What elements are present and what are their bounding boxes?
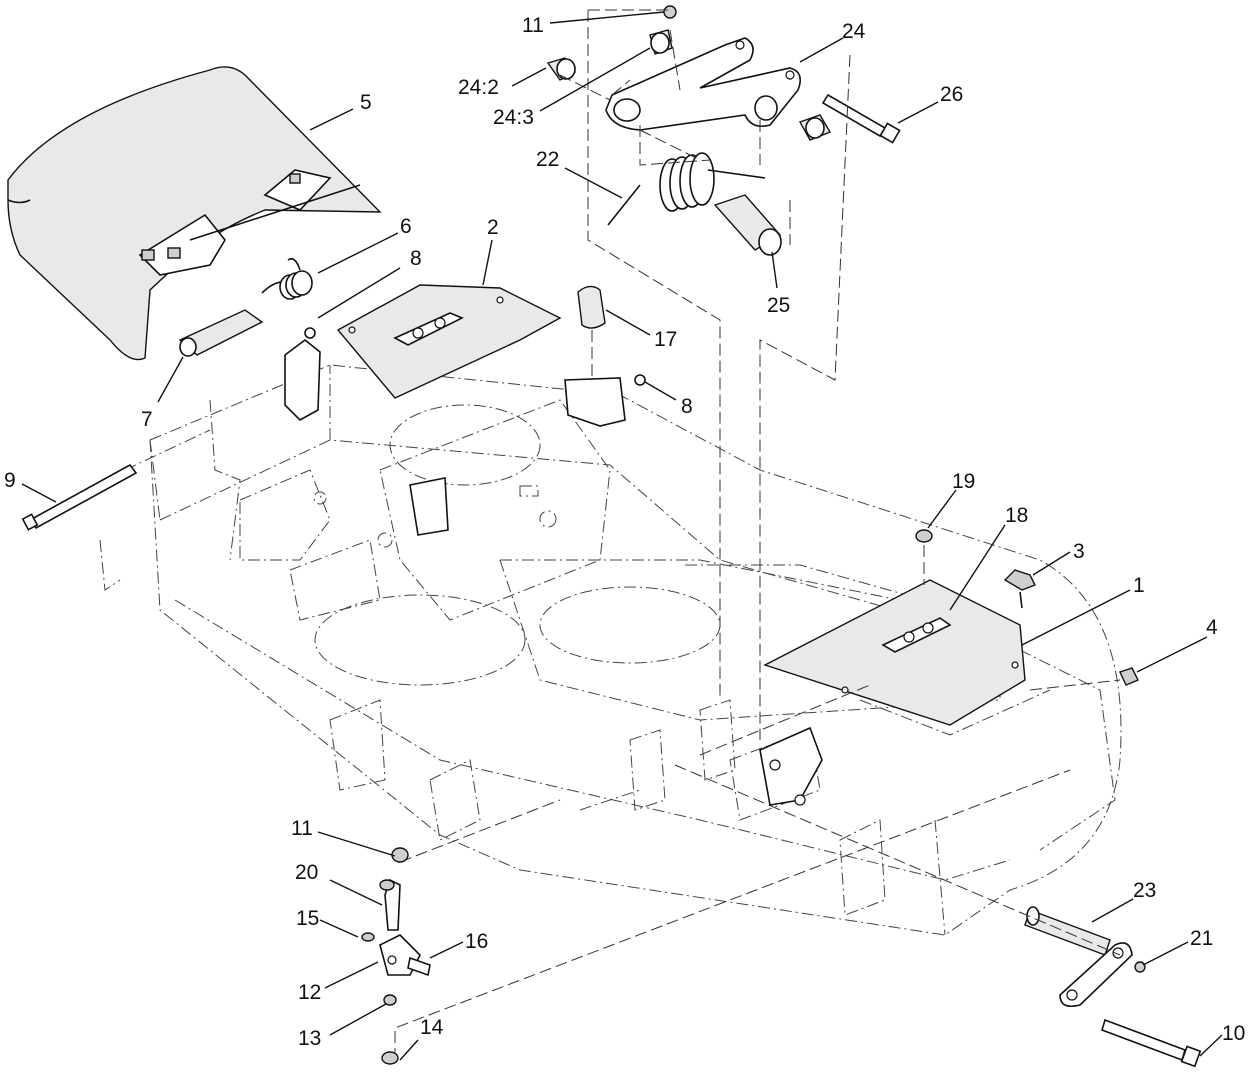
callout-25: 25 bbox=[767, 294, 790, 317]
part-19-cap bbox=[915, 529, 933, 543]
part-4-nut bbox=[1119, 667, 1139, 686]
callout-22: 22 bbox=[536, 148, 559, 171]
part-26-bolt bbox=[821, 93, 901, 144]
part-6-spring bbox=[261, 257, 313, 300]
callout-5: 5 bbox=[360, 91, 372, 114]
part-7-roller bbox=[178, 309, 264, 357]
callout-18: 18 bbox=[1005, 504, 1028, 527]
callout-9: 9 bbox=[4, 469, 16, 492]
callout-16: 16 bbox=[465, 930, 488, 953]
part-9-rod bbox=[21, 463, 138, 531]
callout-13: 13 bbox=[298, 1027, 321, 1050]
callout-2: 2 bbox=[487, 216, 499, 239]
callout-24: 24 bbox=[842, 20, 866, 43]
leader-lines bbox=[21, 11, 1223, 1061]
callout-11-top: 11 bbox=[522, 14, 544, 37]
callout-10: 10 bbox=[1222, 1022, 1245, 1045]
callout-23: 23 bbox=[1133, 879, 1156, 902]
part-3-knob bbox=[1003, 569, 1036, 609]
lower-assembly-lines bbox=[394, 545, 1121, 1060]
mount-brackets bbox=[284, 327, 646, 536]
callout-7: 7 bbox=[141, 408, 153, 431]
callout-1: 1 bbox=[1133, 574, 1145, 597]
callout-12: 12 bbox=[298, 981, 321, 1004]
part-17-knob bbox=[577, 285, 606, 380]
part-22-spring bbox=[607, 152, 766, 226]
callout-labels: 11 24 24:2 24:3 26 5 22 6 2 8 25 17 7 8 … bbox=[4, 14, 1245, 1050]
callout-20: 20 bbox=[295, 861, 318, 884]
hanger-bracket-center bbox=[759, 726, 823, 806]
part-10-bolt bbox=[1101, 1018, 1202, 1068]
callout-24-2: 24:2 bbox=[458, 76, 499, 99]
callout-26: 26 bbox=[940, 83, 963, 106]
callout-8-right: 8 bbox=[681, 395, 693, 418]
callout-19: 19 bbox=[952, 470, 975, 493]
part-25-sleeve bbox=[713, 194, 782, 256]
callout-15: 15 bbox=[296, 907, 319, 930]
part-1-plate bbox=[763, 579, 1051, 736]
callout-17: 17 bbox=[654, 328, 677, 351]
callout-14: 14 bbox=[420, 1016, 444, 1039]
callout-21: 21 bbox=[1190, 927, 1213, 950]
assembly-lines-upper bbox=[559, 9, 851, 740]
callout-24-3: 24:3 bbox=[493, 106, 534, 129]
callout-8-left: 8 bbox=[410, 247, 422, 270]
callout-11-bottom: 11 bbox=[291, 817, 313, 840]
mower-deck-phantom bbox=[99, 364, 1122, 936]
part-24-arm bbox=[605, 37, 801, 131]
bushings bbox=[546, 5, 832, 141]
callout-3: 3 bbox=[1073, 540, 1085, 563]
callout-6: 6 bbox=[400, 215, 412, 238]
part-2-plate bbox=[336, 284, 562, 399]
part-12-bracket-assembly bbox=[361, 847, 431, 1065]
callout-4: 4 bbox=[1206, 616, 1218, 639]
part-5-cover bbox=[7, 66, 382, 361]
